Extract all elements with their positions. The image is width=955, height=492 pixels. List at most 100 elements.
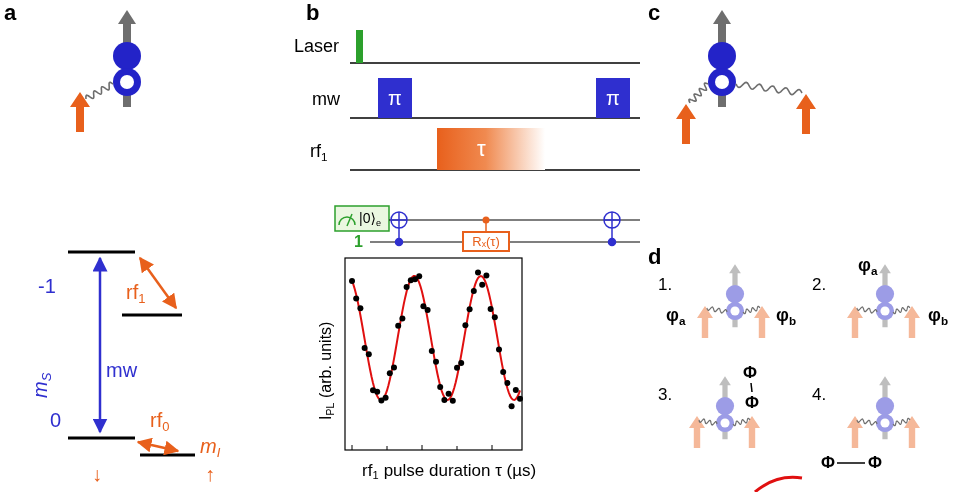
label-group: 1. — [658, 276, 672, 293]
data-point — [504, 380, 510, 386]
subscript: 1 — [321, 150, 328, 163]
label-text: rf — [362, 461, 372, 480]
label-text: Φ — [745, 393, 759, 412]
label-text: a — [4, 0, 16, 25]
data-point — [441, 397, 447, 403]
label-text: ↑ — [205, 463, 215, 485]
node-text: π — [606, 88, 620, 108]
data-point — [517, 396, 523, 402]
wave-line — [699, 419, 717, 425]
label-text: rf — [126, 281, 138, 303]
label-group: mS — [30, 373, 53, 398]
label-group: ↓ — [92, 464, 102, 484]
subscript: b — [789, 314, 796, 327]
data-point — [391, 365, 397, 371]
label-group: φb — [776, 306, 796, 326]
data-point — [509, 403, 515, 409]
label-group: 0 — [50, 410, 61, 430]
label-group: φa — [858, 256, 877, 276]
data-point — [353, 296, 359, 302]
laser-pulse — [356, 30, 363, 63]
label-text: φ — [858, 255, 871, 275]
data-point — [387, 370, 393, 376]
data-point — [383, 395, 389, 401]
data-point — [496, 347, 502, 353]
label-group: Φ — [868, 454, 882, 471]
label-text: mw — [312, 89, 340, 109]
node-text: π — [388, 88, 402, 108]
rf1-transition — [140, 258, 176, 308]
data-point — [462, 322, 468, 328]
label-text: 1 — [354, 233, 363, 250]
data-point — [458, 360, 464, 366]
label-text: 2. — [812, 275, 826, 294]
data-point — [467, 306, 473, 312]
data-point — [488, 306, 494, 312]
wave-line — [733, 418, 750, 425]
wave-line — [857, 419, 877, 425]
label-text: Φ — [821, 453, 835, 472]
label-text: Laser — [294, 36, 339, 56]
wave-line — [689, 83, 708, 103]
label-group: d — [648, 246, 661, 268]
data-point — [357, 305, 363, 311]
label-group: Φ — [743, 364, 757, 381]
data-point — [433, 359, 439, 365]
data-points — [349, 269, 523, 409]
label-group: rf0 — [150, 410, 169, 433]
rf0-transition — [138, 442, 178, 451]
label-group: φa — [666, 306, 685, 326]
label-text: |0⟩ — [359, 210, 376, 226]
data-point — [450, 398, 456, 404]
wave-line — [743, 306, 760, 313]
pulse-box: τ — [437, 128, 545, 170]
label-text: φ — [928, 305, 941, 325]
data-point — [395, 323, 401, 329]
label-text: pulse duration τ (µs) — [384, 461, 537, 480]
data-point — [416, 273, 422, 279]
label-group: |0⟩e — [359, 211, 381, 228]
subscript: I — [217, 445, 221, 460]
subscript: 0 — [162, 419, 169, 434]
wave-line — [857, 307, 877, 313]
data-point — [429, 348, 435, 354]
mw-transition — [99, 258, 102, 432]
wave-line — [893, 306, 910, 313]
label-text: I — [317, 416, 334, 420]
wave-line — [736, 82, 802, 94]
wave-line — [707, 307, 727, 313]
label-group: a — [4, 2, 16, 24]
data-point — [479, 282, 485, 288]
data-point — [437, 384, 443, 390]
subscript: a — [871, 264, 878, 277]
label-group: mw — [106, 360, 137, 380]
wave-line — [893, 418, 910, 425]
label-text: φ — [776, 305, 789, 325]
label-group: rf1 — [310, 142, 328, 162]
label-text: -1 — [38, 275, 56, 297]
meter-icon — [339, 214, 355, 226]
data-point — [404, 284, 410, 290]
label-group: c — [648, 2, 660, 24]
control-dot — [483, 217, 490, 233]
label-group: ↑ — [205, 464, 215, 484]
pulse-box: π — [596, 78, 630, 118]
subscript: S — [39, 373, 54, 382]
label-group: Laser — [294, 37, 339, 55]
data-point — [425, 307, 431, 313]
label-text: m — [29, 381, 51, 398]
data-point — [483, 273, 489, 279]
label-text: d — [648, 244, 661, 269]
data-point — [475, 269, 481, 275]
data-point — [374, 389, 380, 395]
label-group: IPL(arb. units) — [318, 322, 337, 420]
label-text: Φ — [743, 363, 757, 382]
phase-links — [751, 383, 865, 463]
label-group: 3. — [658, 386, 672, 403]
red-arc — [755, 477, 802, 492]
data-point — [366, 351, 372, 357]
coupling-waves — [86, 82, 910, 425]
label-text: rf — [150, 409, 162, 431]
label-group: 4. — [812, 386, 826, 403]
